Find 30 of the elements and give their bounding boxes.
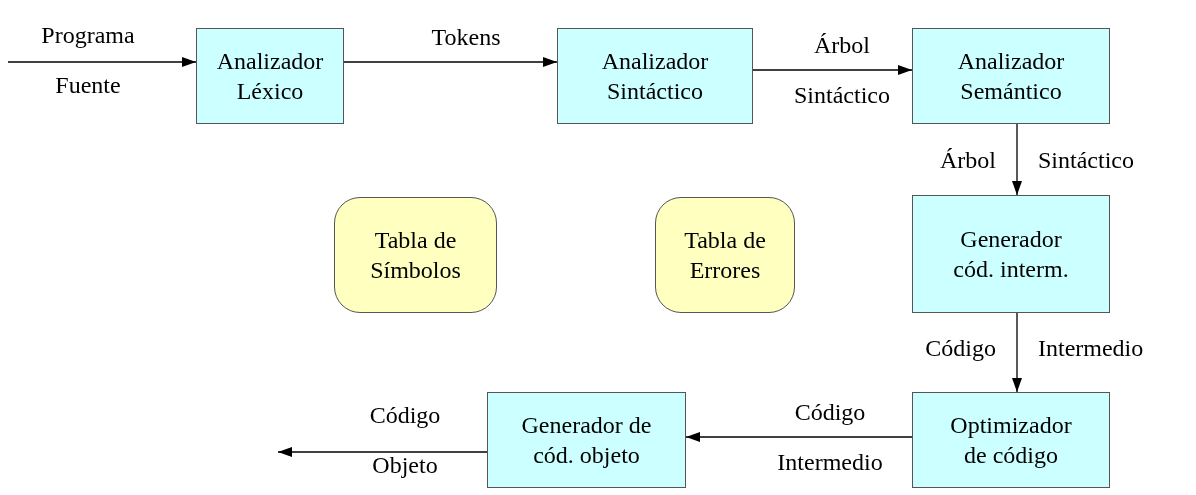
arrow [343, 57, 558, 67]
arrow [7, 57, 197, 67]
box-label: Tabla de Símbolos [369, 226, 462, 285]
edge-label: Tokens [431, 23, 501, 52]
arrow [685, 432, 913, 442]
process-box [557, 28, 753, 124]
arrow [1012, 312, 1022, 393]
box-label: Analizador Sintáctico [600, 47, 710, 106]
edge-label: Código Intermedio [777, 398, 883, 477]
arrow [752, 65, 913, 75]
edge-label: Programa Fuente [41, 21, 135, 100]
arrow [277, 447, 488, 457]
edge-label: Árbol Sintáctico [940, 146, 1134, 175]
table-box [655, 197, 795, 313]
edge-label: Código Objeto [369, 401, 441, 480]
box-label: Analizador Léxico [215, 47, 325, 106]
process-box [196, 28, 344, 124]
edge-label: Árbol Sintáctico [794, 31, 890, 110]
process-box [487, 392, 686, 488]
process-box [912, 195, 1110, 313]
box-label: Generador cód. interm. [952, 225, 1070, 284]
box-label: Generador de cód. objeto [520, 411, 653, 470]
process-box [912, 392, 1110, 488]
arrow [1012, 123, 1022, 196]
table-box [334, 197, 497, 313]
box-label: Analizador Semántico [956, 47, 1066, 106]
process-box [912, 28, 1110, 124]
edge-label: Código Intermedio [925, 334, 1144, 363]
box-label: Optimizador de código [949, 411, 1073, 470]
box-label: Tabla de Errores [683, 226, 767, 285]
